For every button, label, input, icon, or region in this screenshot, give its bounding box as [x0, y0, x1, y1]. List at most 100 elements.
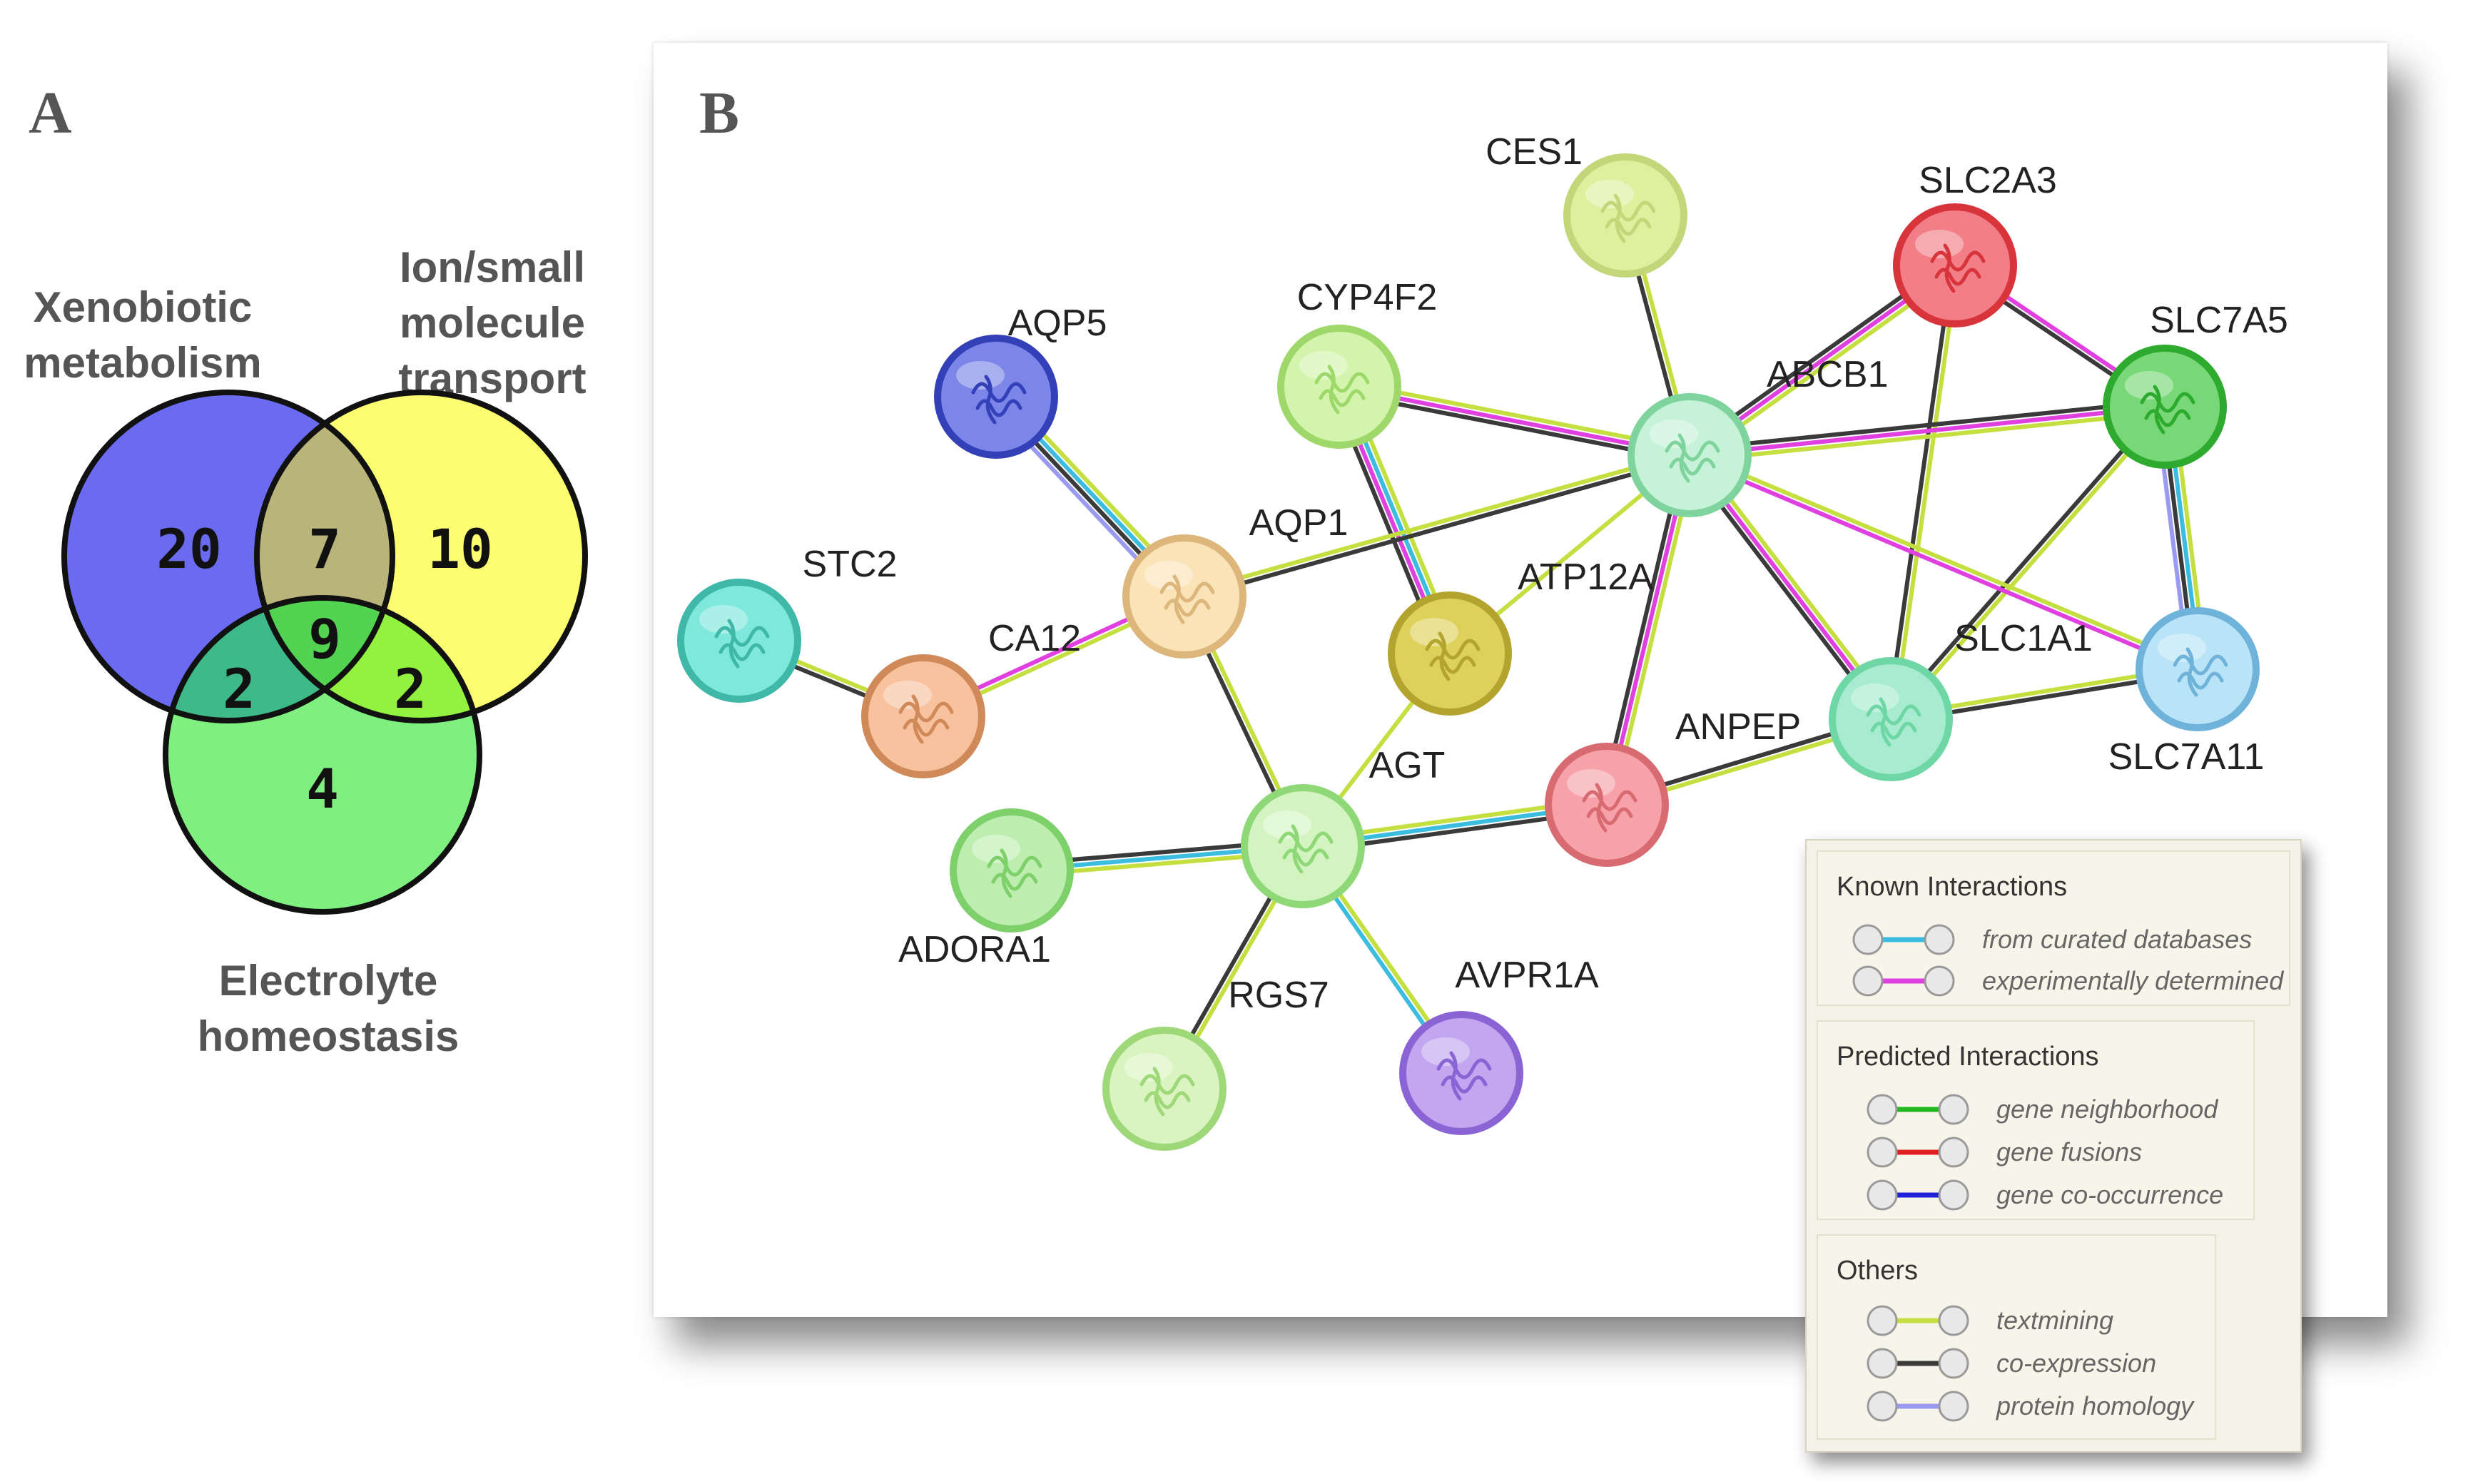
node-circle — [861, 654, 985, 778]
node-ca12[interactable]: CA12 — [861, 618, 1081, 778]
swatch-node — [1938, 1305, 1969, 1336]
node-agt[interactable]: AGT — [1241, 745, 1445, 908]
edge-line-textmining — [1181, 450, 1691, 596]
swatch-node — [1938, 1137, 1969, 1168]
protein-structure-icon — [1930, 243, 1986, 293]
protein-structure-icon — [1425, 631, 1481, 681]
legend-swatch-textmining — [1867, 1305, 1969, 1336]
node-aqp5[interactable]: AQP5 — [934, 303, 1107, 459]
node-highlight — [1144, 561, 1193, 589]
legend-item-coexpression: co-expression — [1861, 1346, 2317, 1381]
node-avpr1a[interactable]: AVPR1A — [1399, 955, 1599, 1135]
node-abcb1[interactable]: ABCB1 — [1628, 354, 1889, 517]
edge-line-experimentally-determined — [1686, 455, 2199, 674]
node-circle — [1388, 591, 1512, 716]
edge-slc7a5-abcb1 — [1687, 399, 2168, 463]
edge-slc2a3-slc1a1 — [1886, 263, 1960, 722]
edge-line-co-expression — [1183, 455, 1693, 601]
legend-swatch-neighborhood — [1867, 1094, 1969, 1125]
node-label: AQP1 — [1249, 502, 1349, 544]
swatch-node — [1938, 1094, 1969, 1125]
node-atp12a[interactable]: ATP12A — [1388, 556, 1653, 716]
protein-structure-icon — [1600, 193, 1656, 243]
node-label: RGS7 — [1228, 975, 1329, 1016]
node-circle — [2136, 607, 2260, 731]
swatch-node — [1867, 1179, 1898, 1211]
protein-structure-icon — [1278, 824, 1334, 874]
node-aqp1[interactable]: AQP1 — [1122, 502, 1349, 659]
protein-structure-icon — [1139, 1067, 1195, 1117]
legend-label-cooccurrence: gene co-occurrence — [1996, 1180, 2224, 1209]
protein-structure-icon — [898, 694, 954, 744]
node-stc2[interactable]: STC2 — [677, 544, 898, 703]
node-ces1[interactable]: CES1 — [1486, 131, 1687, 278]
legend-swatch-coexpression — [1867, 1348, 1969, 1379]
node-slc1a1[interactable]: SLC1A1 — [1829, 618, 2093, 781]
node-rgs7[interactable]: RGS7 — [1102, 975, 1329, 1151]
venn-count-xenobiotic-only: 20 — [156, 517, 222, 581]
legend-swatch-fusions — [1867, 1137, 1969, 1168]
venn-region-ion-electrolyte — [257, 598, 479, 721]
protein-structure-icon — [987, 848, 1042, 898]
legend-swatch-cooccurrence — [1867, 1179, 1969, 1211]
legend-item-neighborhood: gene neighborhood — [1861, 1092, 2317, 1127]
edge-line-textmining — [1687, 410, 2168, 463]
swatch-node — [1938, 1179, 1969, 1211]
node-label: ABCB1 — [1767, 354, 1889, 395]
legend-item-experimental: experimentally determined — [1847, 963, 2303, 999]
node-label: CA12 — [988, 618, 1081, 659]
node-highlight — [972, 835, 1020, 863]
protein-structure-icon — [1314, 365, 1370, 415]
legend-group-known: Known Interactions from curated database… — [1817, 850, 2290, 1006]
legend-label-neighborhood: gene neighborhood — [1996, 1094, 2218, 1124]
node-anpep[interactable]: ANPEP — [1545, 706, 1801, 867]
protein-structure-icon — [2140, 385, 2195, 434]
node-slc7a11[interactable]: SLC7A11 — [2108, 607, 2265, 778]
node-label: SLC2A3 — [1919, 160, 2057, 201]
protein-structure-icon — [1866, 697, 1921, 747]
legend-label-experimental: experimentally determined — [1982, 966, 2284, 995]
node-label: ANPEP — [1675, 706, 1801, 748]
node-highlight — [699, 605, 748, 634]
venn-count-all-three: 9 — [308, 607, 341, 671]
venn-outline-ion-transport — [254, 390, 588, 723]
node-adora1[interactable]: ADORA1 — [898, 808, 1074, 970]
node-highlight — [2158, 634, 2206, 662]
node-highlight — [1585, 180, 1634, 208]
node-label: CYP4F2 — [1297, 277, 1438, 318]
node-circle — [1122, 534, 1246, 659]
legend-heading-known: Known Interactions — [1837, 872, 2068, 902]
edge-slc7a5-slc1a1 — [1886, 402, 2170, 723]
protein-structure-icon — [714, 619, 770, 669]
edge-line-textmining — [1891, 406, 2170, 723]
node-slc7a5[interactable]: SLC7A5 — [2103, 300, 2288, 469]
node-circle — [934, 335, 1058, 459]
swatch-node — [1938, 1391, 1969, 1422]
interaction-legend: Known Interactions from curated database… — [1805, 839, 2302, 1453]
swatch-node — [1867, 1305, 1898, 1336]
node-highlight — [1851, 683, 1899, 712]
legend-item-textmining: textmining — [1861, 1303, 2317, 1338]
node-cyp4f2[interactable]: CYP4F2 — [1277, 277, 1438, 449]
panel-b-letter: B — [699, 80, 740, 146]
node-circle — [950, 808, 1074, 932]
node-label: SLC7A5 — [2150, 300, 2288, 341]
node-label: STC2 — [803, 544, 898, 585]
edge-line-textmining — [1688, 450, 2201, 669]
venn-count-ion-only: 10 — [427, 517, 493, 581]
node-label: AQP5 — [1008, 303, 1107, 344]
venn-outline-electrolyte — [163, 595, 482, 915]
legend-item-homology: protein homology — [1861, 1388, 2317, 1424]
edge-line-co-expression — [1886, 263, 1955, 721]
legend-item-curated: from curated databases — [1847, 922, 2303, 957]
swatch-node — [1924, 924, 1955, 955]
node-circle — [1241, 784, 1365, 908]
swatch-node — [1867, 1348, 1898, 1379]
edge-abcb1-slc7a11 — [1686, 450, 2201, 674]
edge-line-co-expression — [1886, 402, 2165, 720]
node-highlight — [1915, 230, 1964, 258]
node-slc2a3[interactable]: SLC2A3 — [1893, 160, 2057, 327]
node-highlight — [1650, 420, 1698, 448]
legend-heading-predicted: Predicted Interactions — [1837, 1042, 2099, 1072]
